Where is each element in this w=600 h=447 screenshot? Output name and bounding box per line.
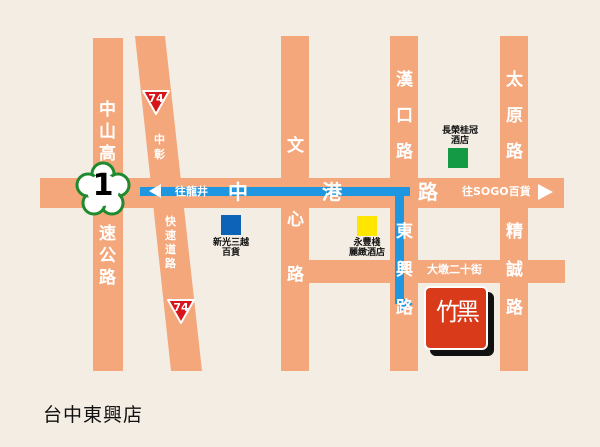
label-zhongzhang-top: 中 彰 [154,133,165,161]
arrow-right-icon [538,184,553,200]
triangle-shield-icon [167,299,195,324]
direction-to-sogo: 往SOGO百貨 [462,185,531,198]
provincial-highway-shield-top: 74 [141,88,171,116]
arrow-left-icon [149,184,161,198]
landmark-label-shin-kong-mitsukoshi: 新光三越 百貨 [212,238,249,259]
route-arrow-icon [399,296,413,312]
logo-seal [424,286,488,350]
provincial-highway-number: 74 [173,301,189,314]
landmark-marker-evergreen-hotel [448,148,468,168]
landmark-label-lalu-hotel: 永豐棧 麗緻酒店 [348,238,385,259]
direction-to-longjing: 往龍井 [175,185,208,198]
landmark-marker-shin-kong-mitsukoshi [221,215,241,235]
label-zhonggang-3: 路 [418,180,438,204]
plum-blossom-shield-icon [75,161,131,216]
triangle-shield-icon [142,90,170,115]
road-dadun-20th [305,260,565,283]
label-zhongshan-highway-top: 中 山 高 [99,100,116,164]
landmark-label-evergreen-hotel: 長榮桂冠 酒店 [441,126,478,147]
label-zhongzhang-bottom: 快 速 道 路 [165,215,176,270]
label-taiyuan: 太 原 路 [506,70,523,162]
route-line-horizontal [140,187,410,196]
national-highway-number: 1 [92,168,114,203]
provincial-highway-number: 74 [148,92,164,105]
logo-glyphs: 竹黑 [436,298,480,326]
store-name-caption: 台中東興店 [43,404,144,426]
label-jingcheng: 精 誠 路 [506,222,523,318]
provincial-highway-shield-bottom: 74 [166,297,196,325]
label-hankou: 漢 口 路 [396,70,413,162]
label-wenxin-bottom: 心 路 [287,210,304,285]
route-line-vertical [395,187,404,304]
label-zhonggang-2: 港 [322,180,342,204]
label-dadun-20th: 大墩二十街 [427,263,482,276]
label-zhonggang-1: 中 [228,180,248,204]
label-zhongshan-highway-bottom: 速 公 路 [99,224,116,288]
label-wenxin-top: 文 [287,136,304,156]
store-location-logo: 竹黑 [424,286,494,356]
label-dongxing: 東 興 路 [396,222,413,318]
national-highway-shield: 1 [75,161,131,218]
landmark-marker-lalu-hotel [357,216,377,236]
